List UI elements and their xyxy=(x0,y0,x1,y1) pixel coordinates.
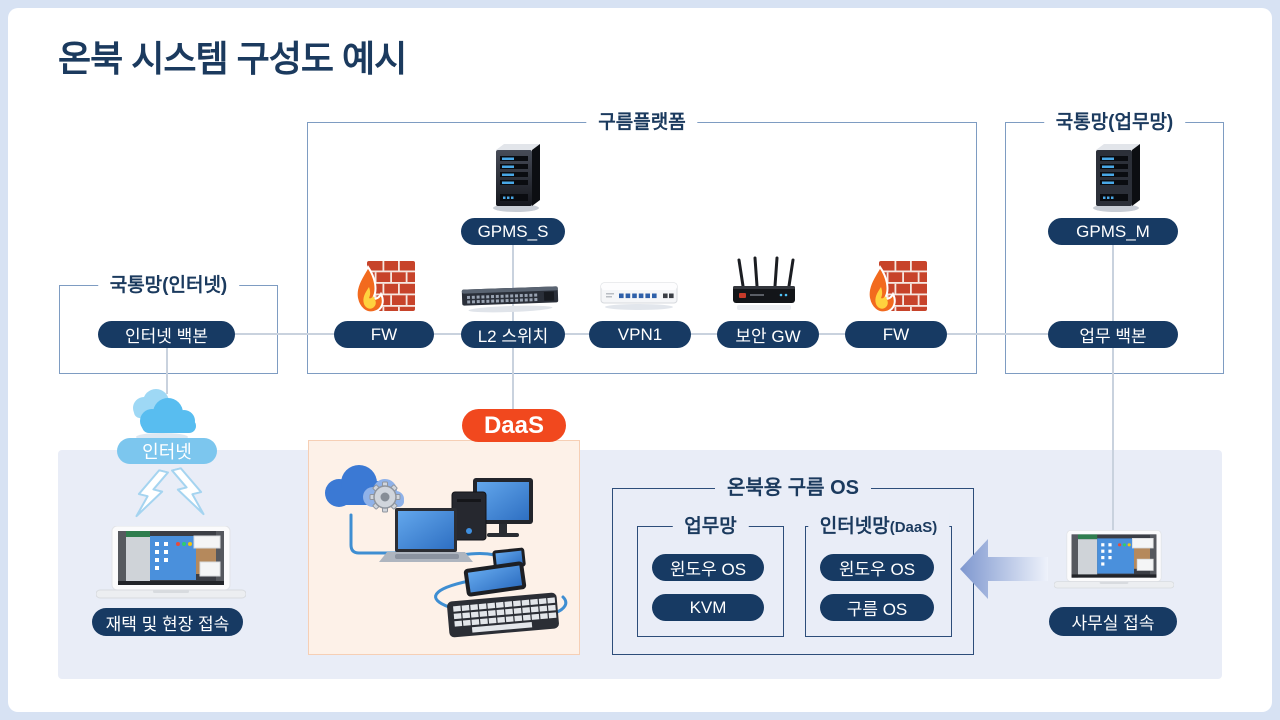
page-title: 온북 시스템 구성도 예시 xyxy=(58,38,407,79)
cloud-icon xyxy=(122,388,202,442)
node-gpms-m: GPMS_M xyxy=(1048,218,1178,245)
daas-illustration-box xyxy=(308,440,580,655)
l2-switch-icon xyxy=(459,274,560,317)
node-vpn1: VPN1 xyxy=(589,321,691,348)
group-cloud-platform: 구름플랫폼 xyxy=(307,109,977,374)
node-work-kvm: KVM xyxy=(652,594,764,621)
security-gateway-router-icon xyxy=(731,256,797,314)
node-gpms-s: GPMS_S xyxy=(461,218,565,245)
node-internet-backbone: 인터넷 백본 xyxy=(98,321,235,348)
node-security-gw: 보안 GW xyxy=(717,321,819,348)
server-icon xyxy=(486,142,542,214)
connector-line-backbone-cloud xyxy=(166,347,168,394)
server-icon xyxy=(1086,142,1142,214)
node-daas-windows-os: 윈도우 OS xyxy=(820,554,934,581)
group-cloud-platform-label: 구름플랫폼 xyxy=(586,109,698,136)
group-work-net-label: 업무망 xyxy=(672,513,749,540)
lightning-icon xyxy=(168,463,210,523)
group-internet-net: 인터넷망(DaaS) xyxy=(805,513,952,637)
group-work-net: 업무망 xyxy=(637,513,784,637)
node-l2-switch: L2 스위치 xyxy=(461,321,565,348)
group-onbook-os: 온북용 구름 OS xyxy=(612,475,974,655)
connector-line-gpmsm-laptop xyxy=(1112,244,1114,530)
node-fw-right: FW xyxy=(845,321,947,348)
node-fw-left: FW xyxy=(334,321,434,348)
laptop-icon xyxy=(1053,524,1175,596)
node-work-windows-os: 윈도우 OS xyxy=(652,554,764,581)
vpn-device-icon xyxy=(597,277,681,311)
node-office-access: 사무실 접속 xyxy=(1049,607,1177,636)
group-gov-work: 국통망(업무망) xyxy=(1005,109,1224,374)
node-work-backbone: 업무 백본 xyxy=(1048,321,1178,348)
laptop-icon xyxy=(95,525,247,600)
group-onbook-os-label: 온북용 구름 OS xyxy=(714,475,872,502)
node-internet: 인터넷 xyxy=(117,438,217,464)
lightning-icon xyxy=(130,465,172,525)
firewall-icon xyxy=(866,259,928,317)
daas-devices-illustration xyxy=(311,441,575,651)
node-home-field-access: 재택 및 현장 접속 xyxy=(92,608,243,636)
daas-badge: DaaS xyxy=(462,409,566,442)
firewall-icon xyxy=(354,259,416,317)
group-internet-net-label: 인터넷망(DaaS) xyxy=(807,513,950,541)
node-daas-cloud-os: 구름 OS xyxy=(820,594,934,621)
group-gov-work-label: 국통망(업무망) xyxy=(1043,109,1186,136)
group-gov-internet-label: 국통망(인터넷) xyxy=(97,272,240,299)
group-gov-internet: 국통망(인터넷) xyxy=(59,272,278,374)
left-arrow-icon xyxy=(960,537,1048,601)
